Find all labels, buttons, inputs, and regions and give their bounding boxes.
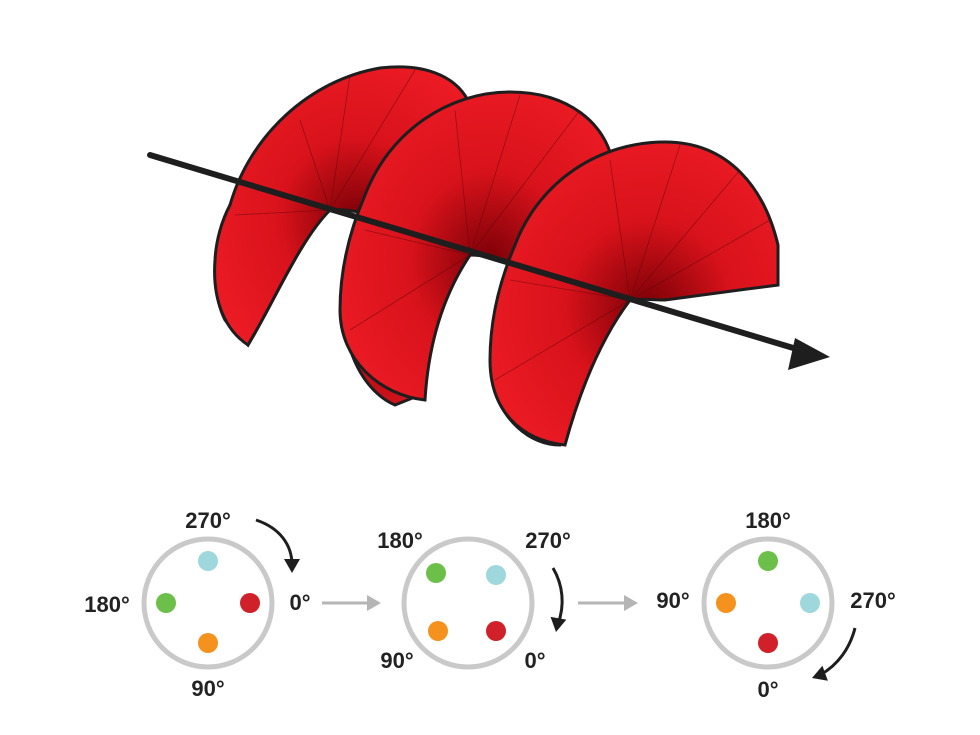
frame-ring xyxy=(701,536,835,670)
rotation-frames: 270° 0° 90° 180° 180° 270° 90° 0° 180° 270° 0° 90° xyxy=(84,508,896,702)
angle-label: 270° xyxy=(525,528,571,553)
angle-label: 0° xyxy=(757,677,778,702)
rotation-arrowhead-icon xyxy=(812,665,828,681)
orange-dot xyxy=(428,621,448,641)
angle-label: 90° xyxy=(380,648,413,673)
angle-label: 90° xyxy=(191,676,224,701)
angle-label: 180° xyxy=(377,528,423,553)
helix-fold-lines xyxy=(234,69,771,381)
angle-label: 90° xyxy=(656,588,689,613)
propagation-axis-arrow xyxy=(147,152,830,370)
rotation-frame-1: 270° 0° 90° 180° xyxy=(84,508,310,701)
cyan-dot xyxy=(800,593,820,613)
angle-label: 0° xyxy=(289,590,310,615)
sequence-arrow-1 xyxy=(322,595,381,611)
sequence-arrow-2 xyxy=(578,595,638,611)
orange-dot xyxy=(198,633,218,653)
red-dot xyxy=(758,633,778,653)
helix-loop-3 xyxy=(488,140,780,447)
angle-label: 270° xyxy=(850,588,896,613)
green-dot xyxy=(426,563,446,583)
angle-label: 180° xyxy=(84,592,130,617)
frame-ring xyxy=(401,536,535,670)
angle-label: 0° xyxy=(524,648,545,673)
green-dot xyxy=(156,593,176,613)
rotation-frame-3: 180° 270° 0° 90° xyxy=(656,508,895,702)
angle-label: 180° xyxy=(745,508,791,533)
cyan-dot xyxy=(486,565,506,585)
frame-ring xyxy=(141,536,275,670)
red-dot xyxy=(486,621,506,641)
cyan-dot xyxy=(198,551,218,571)
orange-dot xyxy=(716,593,736,613)
angle-label: 270° xyxy=(185,508,231,533)
rotation-direction-arrow xyxy=(551,567,564,625)
red-dot xyxy=(240,593,260,613)
rotation-direction-arrow xyxy=(255,518,294,566)
green-dot xyxy=(758,551,778,571)
rotation-frame-2: 180° 270° 90° 0° xyxy=(377,528,571,673)
rotation-arrowhead-icon xyxy=(550,616,567,632)
rotation-arrowhead-icon xyxy=(284,559,300,573)
